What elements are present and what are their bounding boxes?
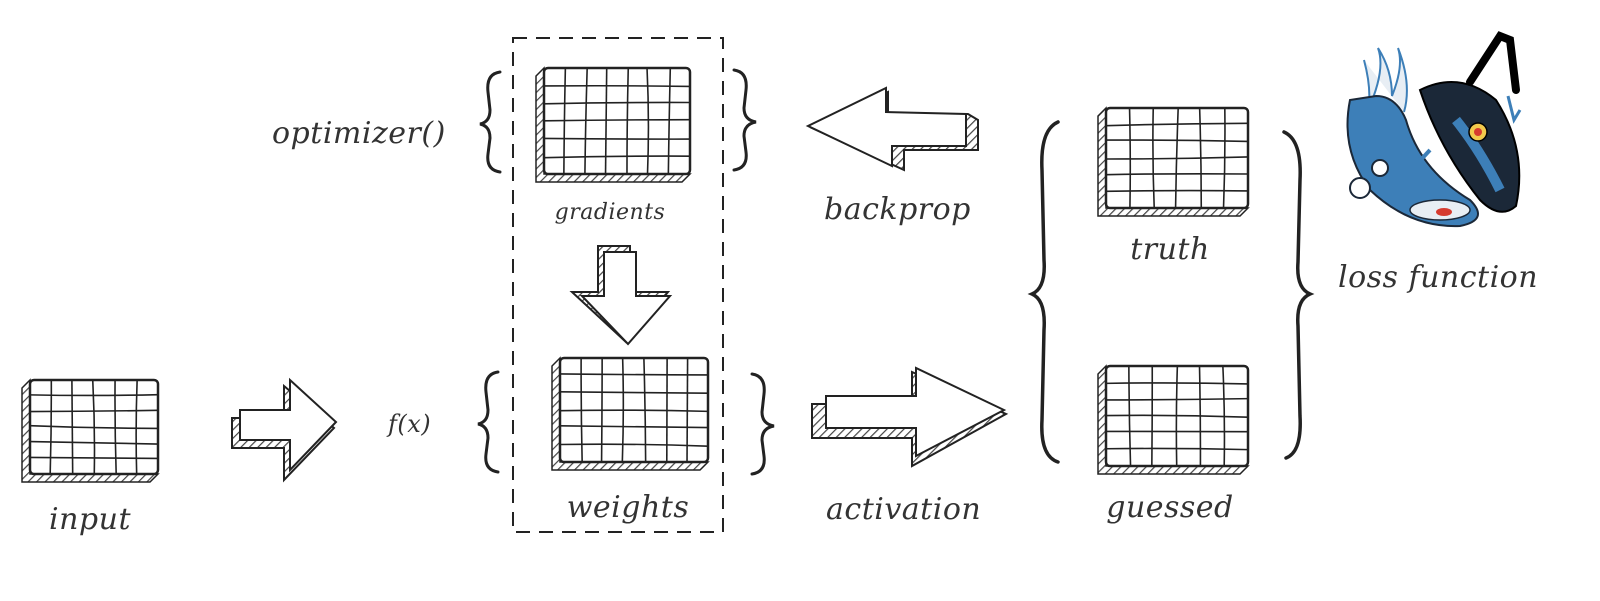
guessed-grid-row-line: [1105, 382, 1249, 385]
gradients-grid-col-line: [604, 67, 608, 175]
weights-grid-shadow: [551, 356, 710, 471]
loss-function-label: loss function: [1338, 260, 1539, 295]
input-grid-shadow: [21, 378, 160, 483]
gradients-grid-col-line: [646, 67, 650, 175]
gradients-grid-row-line: [543, 84, 691, 88]
truth-label: truth: [1130, 232, 1210, 267]
input-grid-row-line: [29, 409, 159, 413]
guessed-grid-shadow: [1097, 364, 1250, 475]
truth-grid-row-line: [1105, 122, 1249, 127]
weights-grid-col-line: [686, 357, 689, 463]
weights-label: weights: [566, 490, 690, 525]
gradients-grid-col-line: [626, 67, 630, 175]
weights-grid-row-line: [559, 409, 709, 413]
weights-grid-row-line: [559, 391, 709, 395]
input-grid-row-line: [29, 424, 159, 430]
optimizer-label: optimizer(): [272, 116, 446, 151]
arrow-left-icon: [805, 86, 979, 172]
weights-grid-row-line: [559, 443, 709, 447]
input-grid-row-line: [29, 393, 159, 397]
gradients-grid-col-line: [667, 67, 672, 175]
truth-grid-row-line: [1105, 156, 1249, 160]
backprop-label: backprop: [824, 192, 971, 227]
guessed-grid-row-line: [1105, 397, 1249, 401]
truth-grid-row-line: [1105, 189, 1249, 193]
gradients-grid-face: [542, 66, 692, 176]
gradients-grid-row-line: [543, 155, 691, 159]
gradients-grid: [535, 66, 692, 183]
input-grid-col-line: [135, 379, 138, 475]
arrow-right-icon: [231, 377, 338, 483]
truth-grid: [1097, 106, 1250, 217]
gradients-grid-row-line: [543, 137, 691, 140]
truth-grid-col-line: [1128, 107, 1132, 209]
gradients-grid-shadow: [535, 66, 692, 183]
brace-icon: [479, 68, 757, 174]
input-grid-row-line: [29, 456, 159, 460]
guessed-grid: [1097, 364, 1250, 475]
weights-grid-row-line: [559, 425, 709, 429]
weights-grid: [551, 356, 710, 471]
gradients-grid-row-line: [543, 118, 691, 122]
guessed-label: guessed: [1106, 490, 1234, 525]
activation-label: activation: [826, 492, 982, 527]
input-grid-row-line: [29, 440, 159, 445]
input-label: input: [49, 502, 131, 537]
arrow-right-icon: [811, 366, 1009, 468]
arrow-down-icon: [569, 245, 673, 346]
gradients-label: gradients: [554, 200, 666, 225]
gradients-grid-row-line: [543, 101, 691, 105]
brace-icon: [477, 370, 775, 476]
input-grid-col-line: [114, 379, 117, 475]
truth-grid-row-line: [1105, 139, 1249, 143]
parameter-group-dashed-box: [512, 37, 724, 533]
fx-label: f(x): [388, 410, 432, 438]
mascot-icon: [1346, 31, 1522, 228]
brace-icon: [1027, 120, 1315, 464]
input-grid: [21, 378, 160, 483]
truth-grid-row-line: [1105, 172, 1249, 176]
weights-grid-row-line: [559, 373, 709, 376]
guessed-grid-row-line: [1105, 447, 1249, 451]
guessed-grid-row-line: [1105, 414, 1249, 418]
truth-grid-shadow: [1097, 106, 1250, 217]
